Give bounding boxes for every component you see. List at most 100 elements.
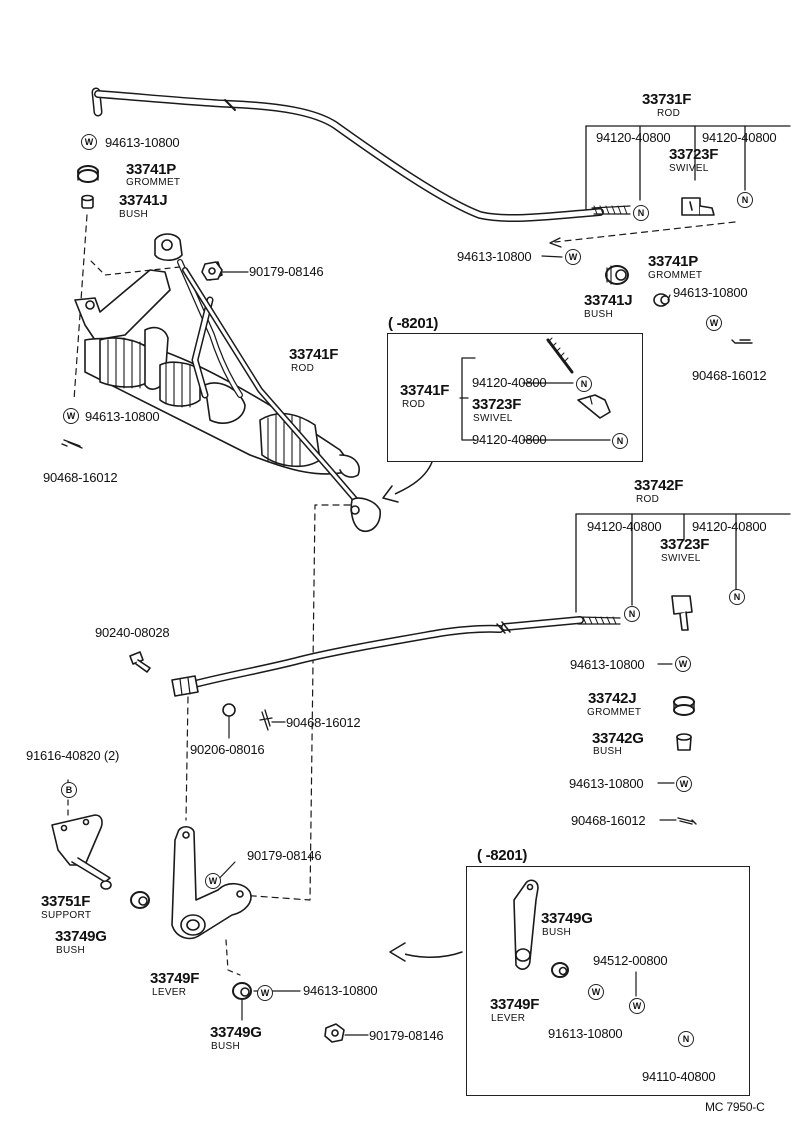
label-bush-right: BUSH bbox=[584, 309, 613, 320]
inset-bottom-lever: LEVER bbox=[491, 1013, 526, 1024]
grommet-right bbox=[605, 265, 629, 285]
label-lever: LEVER bbox=[152, 987, 187, 998]
nut-90179-top bbox=[201, 261, 223, 281]
swivel-top bbox=[681, 197, 715, 216]
lever-33749f bbox=[171, 825, 252, 940]
label-swivel-top: SWIVEL bbox=[669, 163, 709, 174]
shift-assembly bbox=[74, 233, 381, 532]
label-33741j-right: 33741J bbox=[584, 292, 633, 309]
nut-90179-bottom bbox=[324, 1023, 345, 1043]
bolt-90240 bbox=[129, 651, 151, 673]
inset-top-33741f: 33741F bbox=[400, 382, 450, 399]
swivel-right bbox=[671, 595, 693, 631]
label-94613-right-top: 94613-10800 bbox=[457, 249, 532, 264]
rod-33742f bbox=[171, 616, 621, 697]
bracket-33731f bbox=[585, 125, 791, 211]
cotter-pin-center bbox=[259, 709, 273, 731]
bush-right bbox=[653, 293, 670, 307]
bolt-icon: B bbox=[61, 782, 77, 798]
grommet-left bbox=[77, 165, 99, 183]
label-grommet-left: GROMMET bbox=[126, 177, 181, 188]
bracket-33742f bbox=[575, 513, 791, 613]
leader-lever-bottom bbox=[225, 939, 241, 976]
inset-top-94120-b: 94120-40800 bbox=[472, 432, 547, 447]
label-90206: 90206-08016 bbox=[190, 742, 265, 757]
inset-bottom-94512: 94512-00800 bbox=[593, 953, 668, 968]
inset-bottom bbox=[466, 866, 750, 1096]
inset-top-drawing bbox=[459, 337, 611, 441]
washer-icon: W bbox=[706, 315, 722, 331]
inset-top-rod: ROD bbox=[402, 399, 426, 410]
washer-icon: W bbox=[63, 408, 79, 424]
label-33749g-b: 33749G bbox=[210, 1024, 262, 1041]
washer-icon: W bbox=[629, 998, 645, 1014]
label-94613-right-mid: 94613-10800 bbox=[570, 657, 645, 672]
cotter-pin-right-low bbox=[677, 817, 697, 825]
nut-icon: N bbox=[612, 433, 628, 449]
leader-left2 bbox=[89, 259, 181, 276]
bush-33749g-a bbox=[130, 891, 150, 909]
label-94613-top: 94613-10800 bbox=[105, 135, 180, 150]
label-support: SUPPORT bbox=[41, 910, 92, 921]
arrow-inset-bottom bbox=[397, 951, 463, 959]
label-94613-bottom: 94613-10800 bbox=[303, 983, 378, 998]
washer-icon: W bbox=[257, 985, 273, 1001]
label-33741p-right: 33741P bbox=[648, 253, 698, 270]
arrow-inset-top bbox=[387, 461, 433, 498]
washer-icon: W bbox=[205, 873, 221, 889]
bush-left bbox=[81, 194, 94, 209]
label-90179-low: 90179-08146 bbox=[247, 848, 322, 863]
label-94120-c: 94120-40800 bbox=[587, 519, 662, 534]
nut-icon: N bbox=[737, 192, 753, 208]
label-bush-b: BUSH bbox=[211, 1041, 240, 1052]
inset-top-swivel: SWIVEL bbox=[473, 413, 513, 424]
label-rod-right: ROD bbox=[636, 494, 660, 505]
label-33741j-left: 33741J bbox=[119, 192, 168, 209]
nut-icon: N bbox=[624, 606, 640, 622]
label-90240: 90240-08028 bbox=[95, 625, 170, 640]
label-33749g-a: 33749G bbox=[55, 928, 107, 945]
washer-icon: W bbox=[588, 984, 604, 1000]
label-94120-d: 94120-40800 bbox=[692, 519, 767, 534]
label-rod-top: ROD bbox=[657, 108, 681, 119]
label-bush-a: BUSH bbox=[56, 945, 85, 956]
inset-bottom-range: ( -8201) bbox=[477, 847, 528, 864]
nut-icon: N bbox=[576, 376, 592, 392]
label-swivel-right: SWIVEL bbox=[661, 553, 701, 564]
label-33731f: 33731F bbox=[642, 91, 692, 108]
support-33751f bbox=[51, 814, 112, 890]
nut-icon: N bbox=[633, 205, 649, 221]
label-33741p-left: 33741P bbox=[126, 161, 176, 178]
inset-bottom-33749f: 33749F bbox=[490, 996, 540, 1013]
label-rod-mid: ROD bbox=[291, 363, 315, 374]
label-33742j: 33742J bbox=[588, 690, 637, 707]
label-94613-right-top2: 94613-10800 bbox=[673, 285, 748, 300]
label-91616: 91616-40820 (2) bbox=[26, 748, 120, 763]
label-33723f-right: 33723F bbox=[660, 536, 710, 553]
inset-top-94120-a: 94120-40800 bbox=[472, 375, 547, 390]
leader-end-fitting bbox=[185, 696, 189, 821]
label-bush-left: BUSH bbox=[119, 209, 148, 220]
rod-33731f bbox=[91, 87, 631, 222]
label-33742g: 33742G bbox=[592, 730, 644, 747]
bush-33749g-b bbox=[232, 982, 252, 1021]
inset-bottom-33749g: 33749G bbox=[541, 910, 593, 927]
inset-bottom-94110: 94110-40800 bbox=[642, 1069, 716, 1084]
label-90468-right-top: 90468-16012 bbox=[692, 368, 767, 383]
label-90468-left: 90468-16012 bbox=[43, 470, 118, 485]
cotter-pin-left bbox=[61, 439, 83, 449]
label-90468-center: 90468-16012 bbox=[286, 715, 361, 730]
label-33751f: 33751F bbox=[41, 893, 91, 910]
washer-icon: W bbox=[565, 249, 581, 265]
label-33749f: 33749F bbox=[150, 970, 200, 987]
inset-top-range: ( -8201) bbox=[388, 315, 439, 332]
label-94120-b: 94120-40800 bbox=[702, 130, 777, 145]
label-94613-right-low: 94613-10800 bbox=[569, 776, 644, 791]
inset-bottom-drawing bbox=[513, 879, 637, 997]
cotter-pin-top-right bbox=[731, 339, 753, 344]
label-90179-bottom: 90179-08146 bbox=[369, 1028, 444, 1043]
leader-rod-lever bbox=[239, 504, 351, 901]
inset-top-33723f: 33723F bbox=[472, 396, 522, 413]
inset-bottom-bush: BUSH bbox=[542, 927, 571, 938]
washer-icon: W bbox=[675, 656, 691, 672]
